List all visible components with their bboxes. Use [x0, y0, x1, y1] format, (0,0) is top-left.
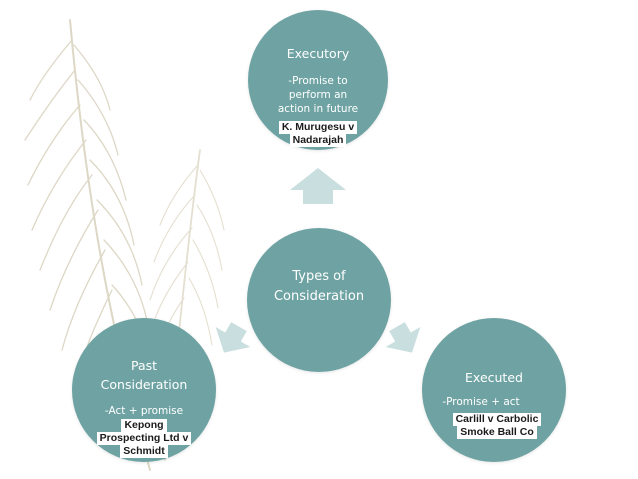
executed-case-line2: Smoke Ball Co — [457, 426, 537, 439]
arrow-down-right-icon — [385, 322, 421, 353]
past-case: Kepong Prospecting Ltd v Schmidt — [82, 419, 206, 458]
past-title-line2: Consideration — [100, 377, 188, 392]
past-case-line2: Prospecting Ltd v — [96, 432, 192, 445]
center-title-line1: Types of — [292, 269, 346, 284]
executed-case: Carlill v Carbolic Smoke Ball Co — [432, 413, 562, 439]
executed-title: Executed — [465, 370, 523, 385]
executed-desc: -Promise + act — [442, 396, 520, 408]
past-case-line1: Kepong — [121, 419, 167, 432]
arrow-down-left-icon — [215, 322, 251, 353]
center-title-line2: Consideration — [273, 289, 365, 304]
executory-case-line1: K. Murugesu v — [278, 121, 358, 134]
executed-case-line1: Carlill v Carbolic — [452, 413, 542, 426]
executory-case-line2: Nadarajah — [289, 134, 347, 147]
executed-node — [422, 318, 566, 462]
executory-desc-line2: perform an — [288, 89, 348, 101]
arrow-up-icon — [290, 168, 346, 204]
past-desc: -Act + promise — [104, 405, 184, 417]
executory-case: K. Murugesu v Nadarajah — [248, 121, 388, 147]
past-case-line3: Schmidt — [120, 445, 168, 458]
past-title-line1: Past — [130, 358, 158, 373]
executory-desc-line3: action in future — [277, 103, 359, 115]
center-node — [247, 228, 391, 372]
executory-title: Executory — [286, 46, 350, 61]
executory-desc-line1: -Promise to — [288, 75, 348, 87]
